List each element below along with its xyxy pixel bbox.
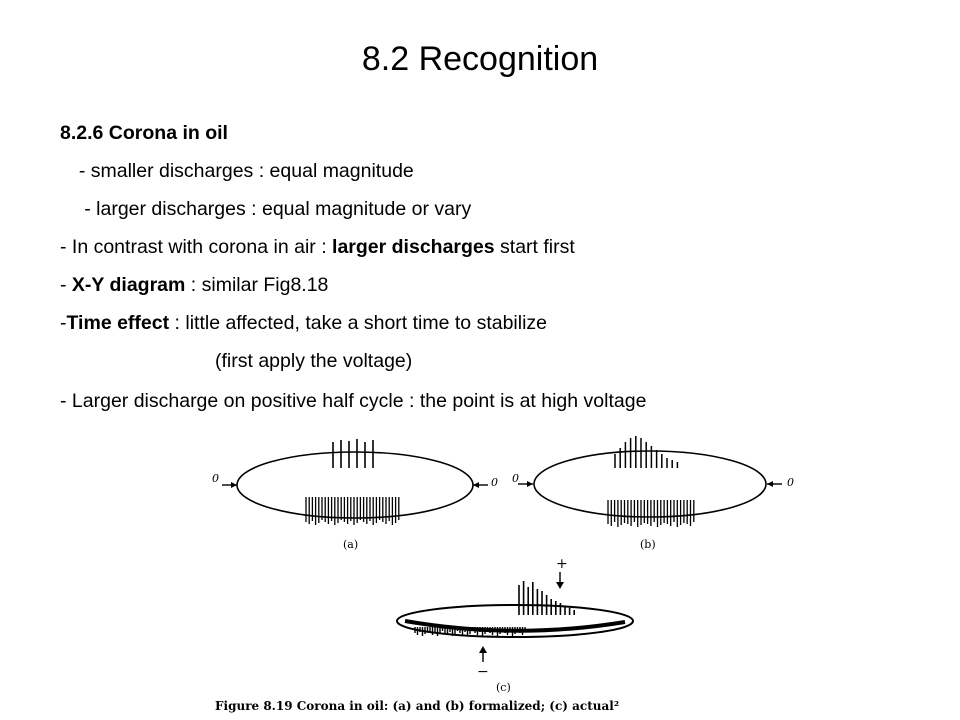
pulses-a-top <box>332 439 374 468</box>
pulses-c-top <box>518 581 576 615</box>
axis-label-a-left: 0 <box>212 472 219 485</box>
bold-run: 8.2.6 Corona in oil <box>60 122 228 144</box>
axis-label-a-right: 0 <box>491 476 498 489</box>
diagram-b: 0 0 (b) <box>512 436 794 551</box>
text-run: - In contrast with corona in air : <box>60 236 333 258</box>
bullet-line: - Larger discharge on positive half cycl… <box>60 390 646 413</box>
bold-run: larger discharges <box>332 236 495 258</box>
text-run: : similar Fig8.18 <box>185 274 329 296</box>
label-a: (a) <box>343 538 358 551</box>
bold-run: X-Y diagram <box>71 274 186 296</box>
text-run: - larger discharges : equal magnitude or… <box>68 198 472 220</box>
diagram-a: 0 0 (a) <box>212 439 498 551</box>
pulses-b-top <box>614 436 679 468</box>
text-run: - smaller discharges : equal magnitude <box>68 160 414 182</box>
bullet-line: - larger discharges : equal magnitude or… <box>68 198 471 221</box>
diagram-c: + − (c) <box>396 556 634 694</box>
axis-label-b-right: 0 <box>787 476 794 489</box>
label-b: (b) <box>640 538 656 551</box>
bullet-line: - smaller discharges : equal magnitude <box>68 160 414 183</box>
pulses-c-bottom <box>414 627 526 636</box>
bullet-heading: 8.2.6 Corona in oil <box>60 122 228 145</box>
axis-label-b-left: 0 <box>512 472 519 485</box>
pulses-a-bottom <box>305 497 400 525</box>
plus-sign: + <box>556 556 568 572</box>
text-run: start first <box>494 236 575 258</box>
bullet-line: - In contrast with corona in air : large… <box>60 236 575 259</box>
bullet-line: - X-Y diagram : similar Fig8.18 <box>60 274 328 297</box>
text-run: - Larger discharge on positive half cycl… <box>60 390 647 412</box>
bullet-line: -Time effect : little affected, take a s… <box>60 312 547 335</box>
label-c: (c) <box>496 681 511 694</box>
text-run: - <box>60 274 72 296</box>
slide-title: 8.2 Recognition <box>361 40 599 78</box>
bullet-line: (first apply the voltage) <box>215 350 412 373</box>
minus-sign: − <box>477 664 489 680</box>
text-run: - <box>60 312 67 334</box>
bold-run: Time effect <box>66 312 170 334</box>
text-run: (first apply the voltage) <box>215 350 413 372</box>
figure-caption: Figure 8.19 Corona in oil: (a) and (b) f… <box>215 699 619 713</box>
text-run: : little affected, take a short time to … <box>169 312 548 334</box>
pulses-b-bottom <box>607 500 695 527</box>
